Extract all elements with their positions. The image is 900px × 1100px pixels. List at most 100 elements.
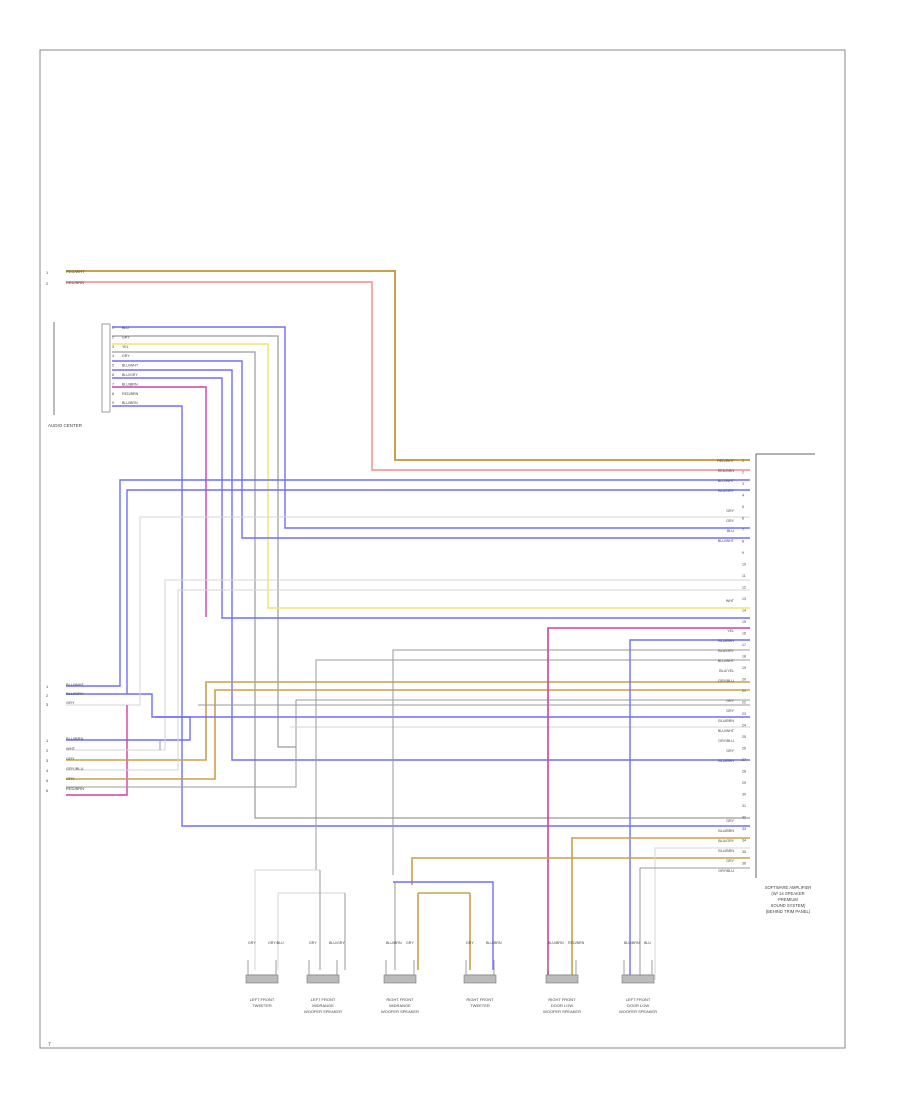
left-mid-wire-label: BLU/BRN <box>66 736 83 741</box>
speaker-wire-label: BLU/BRN <box>386 941 402 945</box>
amplifier-wire-label: BLU/BRN <box>718 639 734 643</box>
amplifier-pin: 16 <box>742 632 746 636</box>
amplifier-wire-label: WHT <box>726 599 735 603</box>
amplifier-pin: 29 <box>742 781 746 785</box>
speaker-wire-label: BLU/BRN <box>624 941 640 945</box>
amplifier-pin: 6 <box>742 517 744 521</box>
amplifier-label-line: SOUND SYSTEM) <box>771 903 807 908</box>
wire-34 <box>277 892 345 970</box>
speaker-icon <box>545 974 579 984</box>
amplifier-pin: 14 <box>742 609 746 613</box>
audio-unit-pin: 9 <box>112 401 114 405</box>
amplifier-pin: 17 <box>742 643 746 647</box>
amplifier-wire-label: GRY <box>726 709 734 713</box>
amplifier-pin: 19 <box>742 666 746 670</box>
amplifier-wire-label: BLU/BRN <box>718 849 734 853</box>
speaker-label-line: LEFT FRONT <box>626 997 651 1002</box>
left-mid-pin: 6 <box>46 788 49 793</box>
wire-16 <box>66 705 128 796</box>
speaker-icon <box>383 974 417 984</box>
speaker-label-line: MIDRANGE <box>389 1003 411 1008</box>
speaker-wire-label: GRY <box>466 941 474 945</box>
speaker-label-line: RIGHT FRONT <box>466 997 494 1002</box>
wire-6 <box>112 351 750 819</box>
amplifier-pin: 2 <box>742 471 744 475</box>
left-mid-wire-label: BLU/WHT <box>66 682 85 687</box>
speaker-terminal <box>385 960 415 976</box>
amplifier-wire-label: BLU/WHT <box>718 479 735 483</box>
page-number: 7 <box>48 1042 51 1048</box>
amplifier-wire-label: BLU/GRY <box>718 489 734 493</box>
amplifier-pin: 12 <box>742 586 746 590</box>
amplifier-wire-label: BLU/BRN <box>718 719 734 723</box>
audio-unit-pin: 5 <box>112 364 114 368</box>
wire-8 <box>112 369 750 761</box>
amplifier-wire-label: GRY <box>726 859 734 863</box>
audio-unit-label: AUDIO CENTER <box>48 423 83 428</box>
amplifier-wire-label: BLU <box>727 529 734 533</box>
speaker-label-line: RIGHT FRONT <box>386 997 414 1002</box>
amplifier-wire-label: RED/WHT <box>717 459 735 463</box>
amplifier-pin: 26 <box>742 747 746 751</box>
amplifier-wire-label: YEL <box>727 629 734 633</box>
amplifier-pin: 20 <box>742 678 746 682</box>
wire-5 <box>112 343 750 609</box>
amplifier-pin: 1 <box>742 459 744 463</box>
wire-21 <box>66 699 750 788</box>
wire-group <box>66 270 750 980</box>
audio-unit-pin: 1 <box>112 326 114 330</box>
wire-17 <box>66 579 750 751</box>
speaker-wire-label: BLU/GRY <box>329 941 345 945</box>
audio-unit-connector <box>101 323 111 413</box>
amplifier-label: SOFTWARE AMPLIFIER(W/ 14 SPEAKERPREMIUMS… <box>765 885 812 914</box>
wire-40 <box>393 881 494 970</box>
speaker-label-line: DOOR LOW <box>627 1003 649 1008</box>
speaker-wire-label: RED/BRN <box>568 941 585 945</box>
speaker-wire-label: GRY/BLU <box>268 941 284 945</box>
amplifier-wire-label: RED/BRN <box>718 469 735 473</box>
amplifier-pin: 11 <box>742 574 746 578</box>
left-mid-wire-label: GRY <box>66 700 75 705</box>
wire-19 <box>66 589 750 771</box>
left-mid-pin: 2 <box>46 748 49 753</box>
speaker-label-line: TWEETER <box>470 1003 490 1008</box>
speaker-label-line: LEFT FRONT <box>311 997 336 1002</box>
audio-unit-wire-label: BLU/WHT <box>122 364 139 368</box>
amplifier-label-line: PREMIUM <box>778 897 798 902</box>
wire-31 <box>654 847 750 980</box>
speaker-icon <box>245 974 279 984</box>
speaker-label-line: WOOFER SPEAKER <box>304 1009 342 1014</box>
audio-unit-wire-label: BLU/GRY <box>122 373 138 377</box>
audio-unit-pin: 4 <box>112 354 114 358</box>
amplifier-pin: 4 <box>742 494 744 498</box>
amplifier-connector-outline <box>755 453 815 878</box>
left-top-wire-label: RED/WHT <box>66 269 85 274</box>
audio-unit-pin: 7 <box>112 382 114 386</box>
wire-33 <box>254 869 320 970</box>
wire-25 <box>315 659 750 870</box>
left-top-wire-label: RED/BRN <box>66 280 84 285</box>
amplifier-pin: 23 <box>742 712 746 716</box>
wire-26 <box>392 649 750 875</box>
wire-15 <box>66 516 750 706</box>
amplifier-wire-label: GRY <box>726 699 734 703</box>
amplifier-pin: 33 <box>742 827 746 831</box>
speaker-wire-label: GRY <box>406 941 414 945</box>
wire-14 <box>126 489 750 694</box>
audio-unit-wire-label: BLU/BRN <box>122 401 138 405</box>
speaker-wire-label: BLU/BRN <box>486 941 502 945</box>
wire-12 <box>66 479 750 687</box>
audio-unit-wire-label: BLU <box>122 326 129 330</box>
wire-7 <box>112 360 750 539</box>
amplifier-pin: 34 <box>742 839 746 843</box>
speaker-icon <box>306 974 340 984</box>
amplifier-pin: 31 <box>742 804 746 808</box>
amplifier-wire-label: BLU/WHT <box>718 729 735 733</box>
wire-29 <box>411 857 750 885</box>
audio-unit-wire-label: GRY <box>122 335 130 339</box>
